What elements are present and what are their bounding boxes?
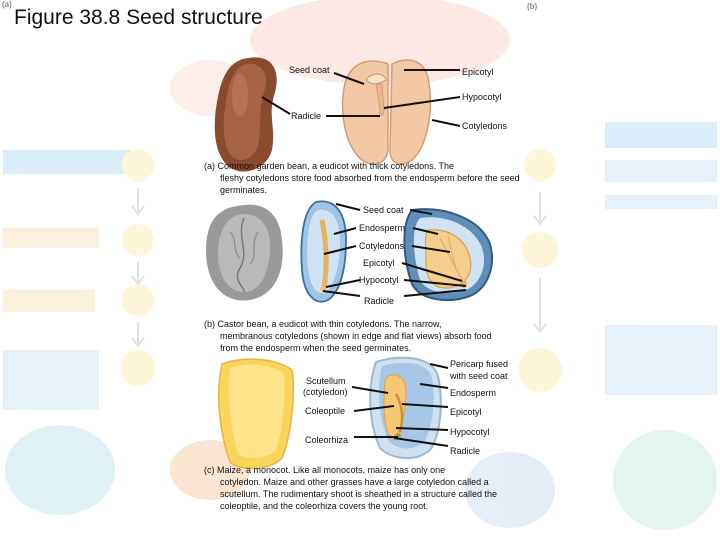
bean-caption-first-line: (a) Common garden bean, a eudicot with t… <box>204 161 454 171</box>
castor-edge-view <box>300 200 347 303</box>
bean-opened-seed <box>341 59 431 165</box>
faded-label-box <box>605 122 717 148</box>
castor-caption-rest: membranous cotyledons (shown in edge and… <box>220 331 492 353</box>
faded-cell-large <box>5 425 115 515</box>
faded-flower <box>250 0 510 85</box>
castor-caption-first-line: (b) Castor bean, a eudicot with thin cot… <box>204 319 442 329</box>
castor-label-seed-coat: Seed coat <box>363 205 404 215</box>
maize-label-hypocotyl: Hypocotyl <box>450 427 490 437</box>
castor-leader-lines <box>322 203 467 297</box>
faded-cell <box>518 348 562 392</box>
castor-caption: (b) Castor bean, a eudicot with thin cot… <box>204 318 504 354</box>
maize-leader-lines <box>351 363 449 447</box>
maize-caption: (c) Maize, a monocot. Like all monocots,… <box>204 464 524 512</box>
background-tag-b: (b) <box>527 2 538 11</box>
bean-label-hypocotyl: Hypocotyl <box>462 92 502 102</box>
faded-cell <box>120 350 156 386</box>
bean-label-epicotyl: Epicotyl <box>462 67 494 77</box>
maize-caption-first-line: (c) Maize, a monocot. Like all monocots,… <box>204 465 446 475</box>
bean-label-cotyledons: Cotyledons <box>462 121 508 131</box>
faded-arrow <box>533 192 547 226</box>
faded-label-box <box>3 150 131 174</box>
bean-label-seed-coat: Seed coat <box>289 65 330 75</box>
faded-label-box <box>3 290 95 312</box>
maize-label-pericarp-note: with seed coat <box>450 371 508 381</box>
faded-label-box <box>605 325 717 395</box>
maize-section <box>369 356 442 459</box>
faded-label-box <box>3 228 99 248</box>
page-title: Figure 38.8 Seed structure <box>14 6 263 29</box>
faded-cell <box>122 149 154 181</box>
maize-label-radicle: Radicle <box>450 446 481 456</box>
faded-cell-large <box>613 430 717 530</box>
maize-label-epicotyl: Epicotyl <box>450 407 482 417</box>
castor-label-cotyledons: Cotyledons <box>359 241 405 251</box>
maize-label-coleorhiza: Coleorhiza <box>305 435 349 445</box>
faded-cell <box>522 232 558 268</box>
bean-caption: (a) Common garden bean, a eudicot with t… <box>204 160 524 196</box>
maize-label-scutellum: Scutellum <box>306 376 346 386</box>
faded-arrow <box>131 322 145 348</box>
bean-leader-lines <box>261 69 461 127</box>
faded-arrow <box>131 188 145 216</box>
maize-caption-rest: cotyledon. Maize and other grasses have … <box>220 477 497 511</box>
faded-label-box <box>605 195 717 209</box>
castor-label-endosperm: Endosperm <box>359 223 406 233</box>
maize-whole-kernel <box>217 358 295 470</box>
castor-label-hypocotyl: Hypocotyl <box>359 275 399 285</box>
faded-label-box <box>3 350 99 410</box>
bean-whole-seed <box>214 57 277 172</box>
faded-cell <box>122 284 154 316</box>
faded-arrow <box>131 262 145 286</box>
faded-arrow <box>533 278 547 334</box>
faded-label-box <box>605 160 717 182</box>
faded-cell-large <box>465 452 555 528</box>
maize-label-scutellum-note: (cotyledon) <box>303 387 348 397</box>
castor-label-radicle: Radicle <box>364 296 395 306</box>
maize-label-pericarp: Pericarp fused <box>450 359 509 369</box>
maize-label-endosperm: Endosperm <box>450 388 497 398</box>
castor-flat-view <box>403 208 493 301</box>
maize-label-coleoptile: Coleoptile <box>305 406 346 416</box>
faded-cell <box>524 149 556 181</box>
bean-caption-rest: fleshy cotyledons store food absorbed fr… <box>220 173 520 195</box>
castor-whole-seed <box>206 204 283 301</box>
background-tag-a: (a) <box>2 0 12 9</box>
faded-cell <box>122 224 154 256</box>
bean-label-radicle: Radicle <box>291 111 322 121</box>
castor-label-epicotyl: Epicotyl <box>363 258 395 268</box>
